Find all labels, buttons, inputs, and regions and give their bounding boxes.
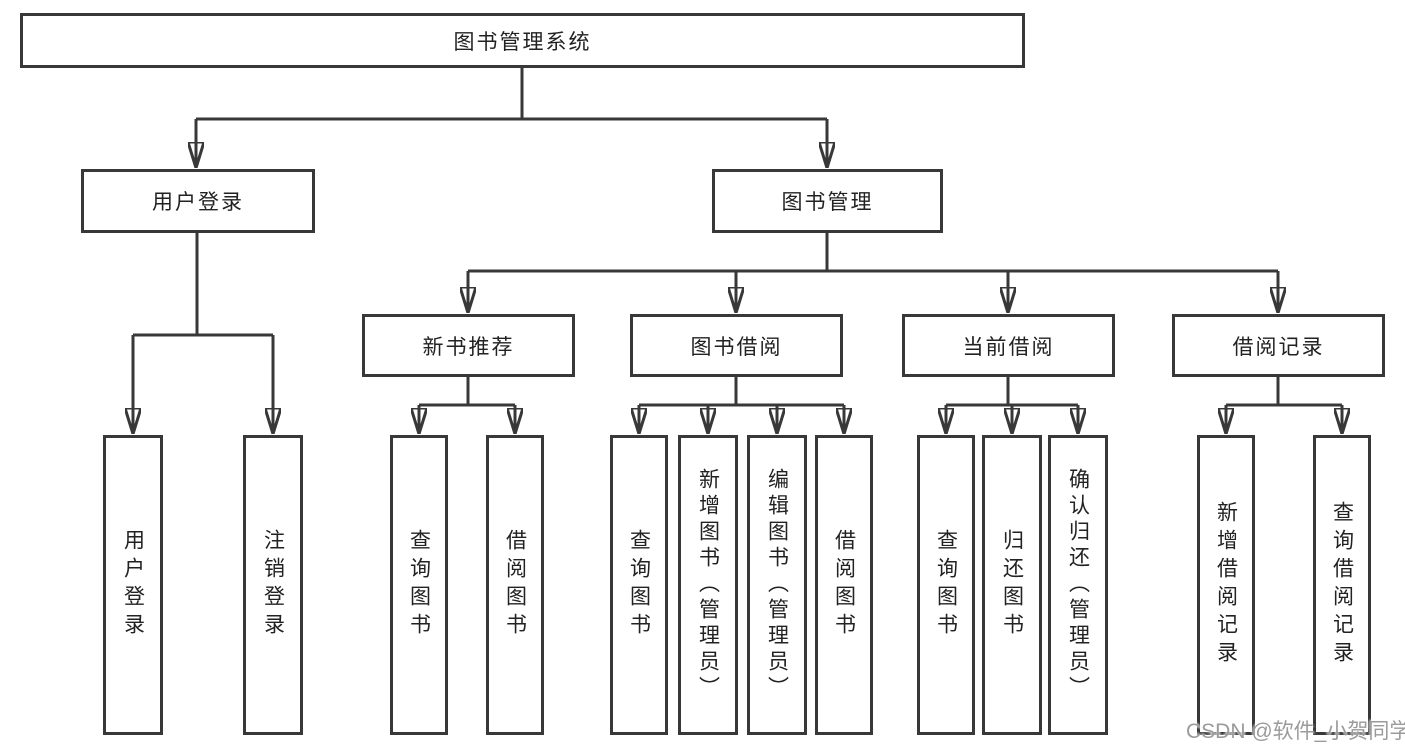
node-label: 编辑图书（管理员） — [765, 468, 789, 702]
node-leaf-query-borrow-record: 查询借阅记录 — [1313, 435, 1371, 735]
node-label: 图书管理 — [781, 191, 874, 214]
connector-book-management-branch — [468, 233, 1278, 312]
node-leaf-query-books-1: 查询图书 — [390, 435, 448, 735]
connector-root-to-level2 — [196, 68, 827, 167]
connector-user-login-branch — [133, 233, 273, 433]
node-label: 确认归还（管理员） — [1066, 468, 1090, 702]
node-label: 查询借阅记录 — [1330, 501, 1354, 669]
node-leaf-add-book-admin: 新增图书（管理员） — [678, 435, 738, 735]
node-leaf-borrow-books-2: 借阅图书 — [815, 435, 873, 735]
node-label: 查询图书 — [407, 529, 431, 641]
node-leaf-return-books: 归还图书 — [982, 435, 1042, 735]
node-label: 图书借阅 — [690, 335, 783, 359]
connector-book-borrow-branch — [639, 377, 844, 433]
node-leaf-query-books-2: 查询图书 — [610, 435, 668, 735]
node-book-borrowing: 图书借阅 — [630, 314, 843, 377]
node-label: 借阅图书 — [832, 529, 856, 641]
node-label: 用户登录 — [121, 529, 145, 641]
connector-new-book-branch — [419, 377, 515, 433]
connector-current-borrow-branch — [946, 377, 1078, 433]
node-leaf-borrow-books-1: 借阅图书 — [486, 435, 544, 735]
node-new-book-recommend: 新书推荐 — [362, 314, 575, 377]
node-book-management: 图书管理 — [712, 169, 943, 233]
node-label: 用户登录 — [152, 191, 244, 214]
node-label: 查询图书 — [627, 529, 651, 641]
node-leaf-add-borrow-record: 新增借阅记录 — [1197, 435, 1255, 735]
csdn-watermark: CSDN @软件_小贺同学 — [1186, 720, 1405, 743]
node-label: 图书管理系统 — [453, 30, 592, 54]
node-label: 注销登录 — [261, 529, 285, 641]
node-label: 归还图书 — [1000, 529, 1024, 641]
connector-borrow-record-branch — [1226, 377, 1342, 433]
node-label: 查询图书 — [934, 529, 958, 641]
node-leaf-query-books-3: 查询图书 — [917, 435, 975, 735]
node-leaf-edit-book-admin: 编辑图书（管理员） — [747, 435, 807, 735]
node-label: 新增借阅记录 — [1214, 501, 1238, 669]
node-library-management-system: 图书管理系统 — [20, 13, 1025, 68]
node-current-borrowing: 当前借阅 — [902, 314, 1115, 377]
node-label: 借阅记录 — [1232, 335, 1325, 359]
node-leaf-logout: 注销登录 — [243, 435, 303, 735]
node-leaf-confirm-return-admin: 确认归还（管理员） — [1048, 435, 1108, 735]
node-leaf-user-login: 用户登录 — [103, 435, 163, 735]
node-user-login: 用户登录 — [81, 169, 315, 233]
node-label: 新增图书（管理员） — [696, 468, 720, 702]
node-borrow-records: 借阅记录 — [1172, 314, 1385, 377]
node-label: 新书推荐 — [422, 335, 515, 359]
node-label: 当前借阅 — [962, 335, 1055, 359]
node-label: 借阅图书 — [503, 529, 527, 641]
